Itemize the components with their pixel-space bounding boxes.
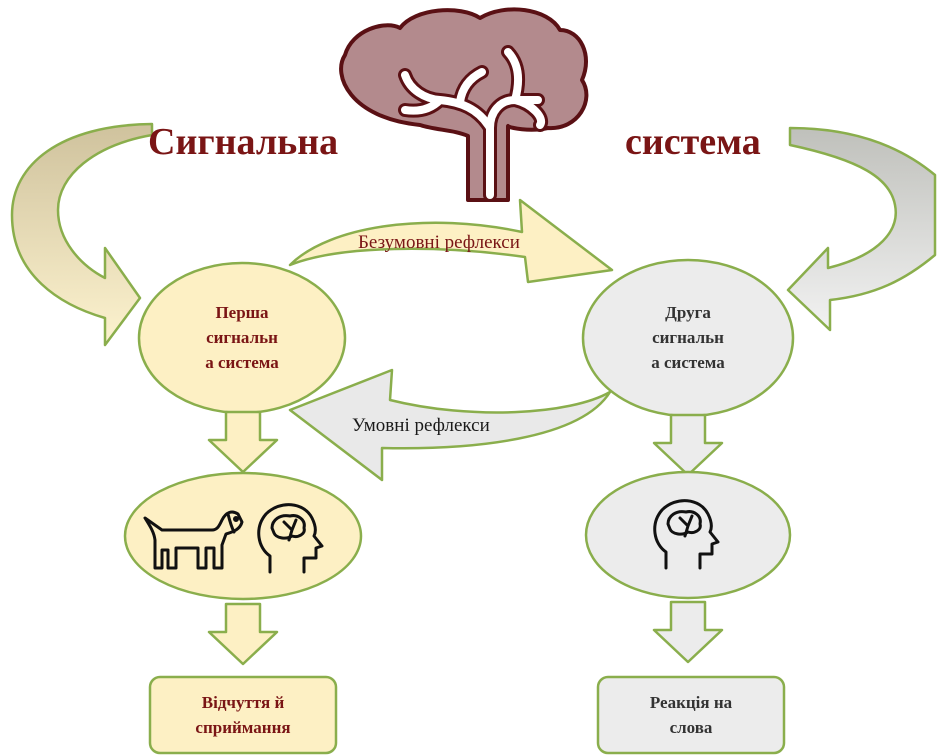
- first-outcome-label: Відчуття й сприймання: [195, 693, 291, 737]
- first-system-label: Перша сигнальн а система: [205, 303, 279, 372]
- dog-icon: [143, 510, 244, 570]
- title-right: система: [625, 121, 761, 163]
- conditioned-reflex-label: Умовні рефлекси: [352, 415, 490, 436]
- unconditioned-reflex-label: Безумовні рефлекси: [358, 232, 520, 253]
- conditioned-reflex-arrow: [288, 368, 612, 482]
- down-arrow-right-2: [652, 600, 724, 664]
- unconditioned-reflex-arrow: [288, 198, 614, 284]
- head-brain-icon-left: [257, 503, 324, 574]
- brain-icon: [339, 7, 589, 202]
- second-system-label: Друга сигнальн а система: [651, 303, 725, 372]
- second-outcome-label: Реакція на слова: [649, 693, 733, 737]
- first-outcome-box: [148, 675, 338, 755]
- right-curved-arrow: [786, 126, 937, 332]
- second-system-icons-node: [584, 470, 792, 600]
- first-system-icons-node: [123, 471, 363, 601]
- second-outcome-box: [596, 675, 786, 755]
- title-left: Сигнальна: [148, 121, 339, 163]
- down-arrow-left-1: [207, 410, 279, 474]
- head-brain-icon-right: [653, 499, 720, 570]
- down-arrow-left-2: [207, 602, 279, 666]
- left-curved-arrow: [10, 122, 154, 347]
- down-arrow-right-1: [652, 413, 724, 477]
